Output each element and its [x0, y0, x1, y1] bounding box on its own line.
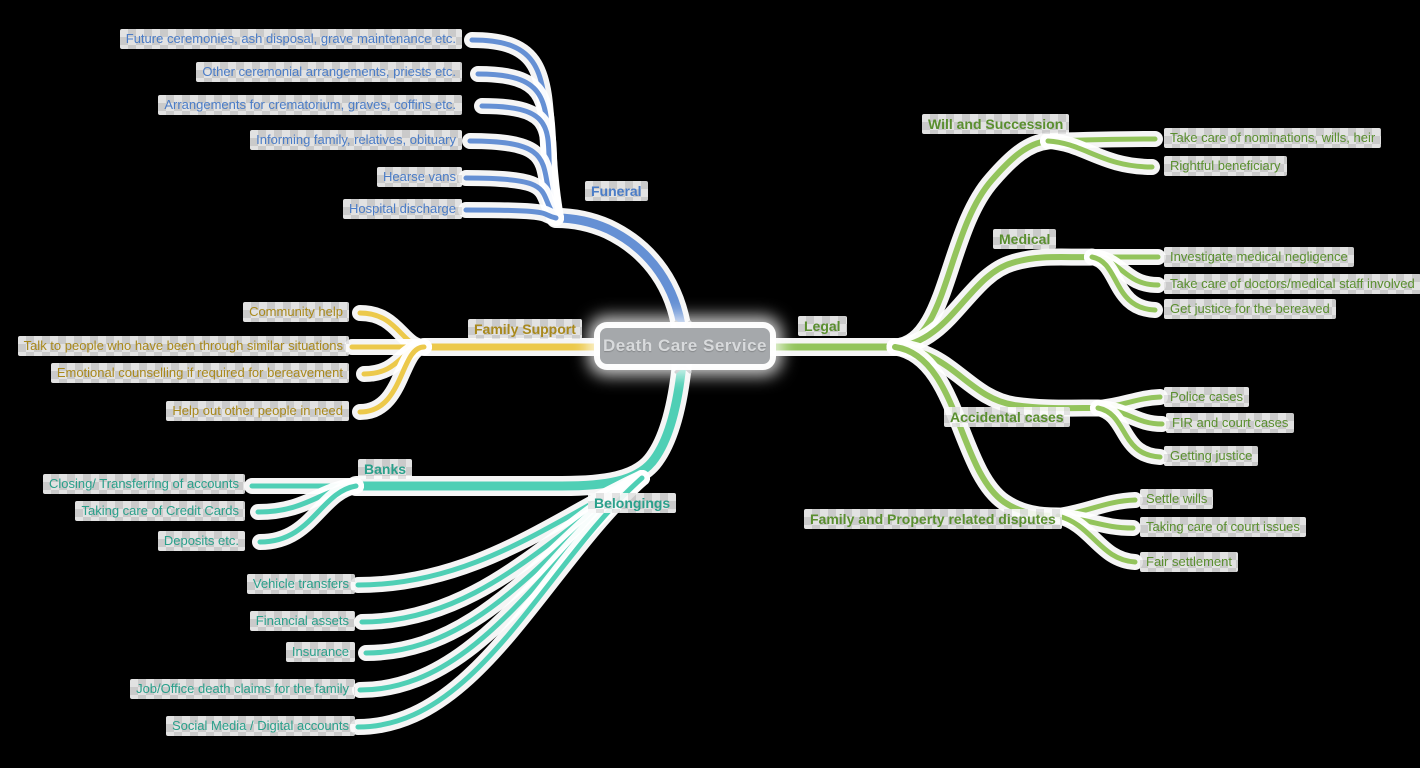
family-property-item-label[interactable]: Taking care of court issues: [1140, 517, 1306, 537]
accidental-cases-label[interactable]: Accidental cases: [944, 407, 1070, 427]
funeral-item-label[interactable]: Informing family, relatives, obituary: [250, 130, 462, 150]
accidental-item-label[interactable]: FIR and court cases: [1166, 413, 1295, 433]
will-item-label[interactable]: Rightful beneficiary: [1164, 156, 1287, 176]
legal-branch-label[interactable]: Legal: [798, 316, 847, 336]
family-support-child-line-3: [357, 344, 427, 415]
family-property-line: [892, 344, 1061, 519]
medical-child-line-2: [1089, 254, 1158, 313]
medical-item-label[interactable]: Get justice for the bereaved: [1164, 299, 1336, 319]
banks-item-label[interactable]: Deposits etc.: [157, 531, 245, 551]
central-node[interactable]: Death Care Service: [600, 328, 770, 364]
banks-item-label[interactable]: Taking care of Credit Cards: [75, 501, 245, 521]
funeral-item-label[interactable]: Arrangements for crematorium, graves, co…: [158, 95, 462, 115]
will-child-line-1: [1045, 138, 1155, 170]
banks-branch-label[interactable]: Banks: [358, 459, 413, 479]
family-property-child-line-2: [1055, 513, 1138, 565]
funeral-item-label[interactable]: Other ceremonial arrangements, priests e…: [196, 62, 462, 82]
belongings-item-label[interactable]: Insurance: [285, 642, 355, 662]
family-support-item-label[interactable]: Community help: [243, 302, 349, 322]
belongings-item-label[interactable]: Social Media / Digital accounts: [165, 716, 355, 736]
node-bottom-chevron-icon: [674, 364, 692, 374]
family-support-item-label[interactable]: Talk to people who have been through sim…: [17, 336, 349, 356]
banks-child-line-2: [257, 483, 359, 545]
family-support-branch-label[interactable]: Family Support: [468, 319, 582, 339]
funeral-branch-label[interactable]: Funeral: [585, 181, 648, 201]
medical-item-label[interactable]: Take care of doctors/medical staff invol…: [1164, 274, 1420, 294]
family-property-item-label[interactable]: Settle wills: [1140, 489, 1214, 509]
family-support-item-label[interactable]: Emotional counselling if required for be…: [50, 363, 349, 383]
belongings-branch-label[interactable]: Belongings: [588, 493, 677, 513]
medical-item-label[interactable]: Investigate medical negligence: [1164, 247, 1354, 267]
will-item-label[interactable]: Take care of nominations, wills, heir: [1164, 128, 1382, 148]
belongings-item-label[interactable]: Vehicle transfers: [246, 574, 355, 594]
medical-label[interactable]: Medical: [993, 229, 1057, 249]
accidental-item-label[interactable]: Getting justice: [1164, 446, 1259, 466]
funeral-item-label[interactable]: Hearse vans: [377, 167, 462, 187]
will-succession-label[interactable]: Will and Succession: [922, 114, 1070, 134]
accidental-item-label[interactable]: Police cases: [1164, 387, 1249, 407]
funeral-item-label[interactable]: Hospital discharge: [343, 199, 462, 219]
belongings-item-label[interactable]: Financial assets: [249, 611, 355, 631]
belongings-item-label[interactable]: Job/Office death claims for the family: [130, 679, 355, 699]
accidental-child-line-2: [1095, 405, 1163, 460]
banks-item-label[interactable]: Closing/ Transferring of accounts: [42, 474, 245, 494]
funeral-child-line-5: [463, 207, 559, 221]
funeral-trunk-line: [551, 213, 687, 337]
family-property-item-label[interactable]: Fair settlement: [1140, 552, 1238, 572]
family-support-item-label[interactable]: Help out other people in need: [166, 401, 349, 421]
belongings-banks-trunk-line: [351, 359, 687, 491]
funeral-item-label[interactable]: Future ceremonies, ash disposal, grave m…: [119, 29, 462, 49]
medical-line: [892, 253, 1095, 350]
family-property-label[interactable]: Family and Property related disputes: [804, 509, 1062, 529]
belongings-child-line-4: [355, 475, 645, 730]
